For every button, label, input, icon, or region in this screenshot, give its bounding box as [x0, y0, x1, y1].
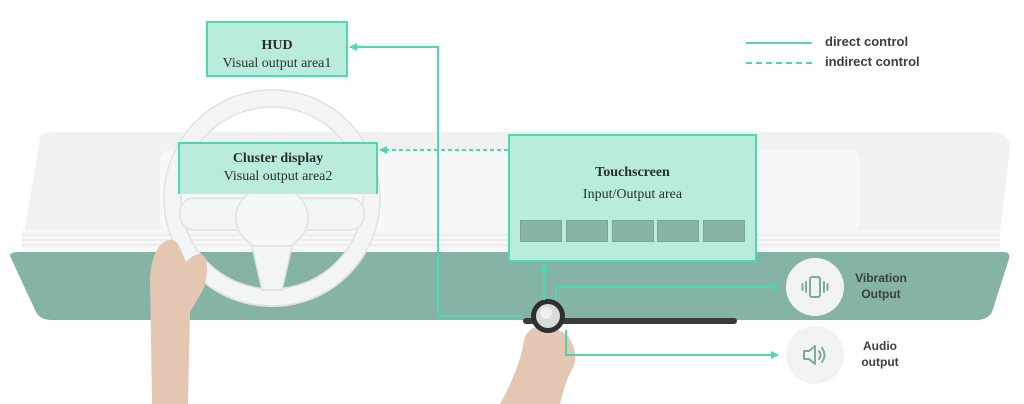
touchscreen-box: Touchscreen Input/Output area [508, 134, 757, 262]
audio-output-circle [786, 326, 844, 384]
line-to-hud [349, 43, 522, 317]
vibration-line2: Output [861, 287, 901, 301]
line-to-audio [565, 330, 779, 359]
steering-wheel [163, 89, 381, 307]
cluster-subtitle: Visual output area2 [223, 169, 333, 184]
speaker-icon [803, 345, 826, 365]
touchscreen-key [703, 220, 745, 242]
legend-indirect-label: indirect control [825, 54, 920, 69]
touchscreen-subtitle: Input/Output area [582, 187, 683, 202]
touchscreen-key [520, 220, 562, 242]
cluster-title: Cluster display [232, 151, 324, 166]
vibration-line1: Vibration [855, 271, 907, 285]
touchscreen-key [657, 220, 700, 242]
hud-title: HUD [261, 38, 293, 53]
legend-solid-line [746, 42, 812, 44]
vibration-output-circle [786, 258, 844, 316]
right-hand [500, 326, 576, 404]
audio-line2: output [861, 355, 899, 369]
cluster-display-box: Cluster display Visual output area2 [178, 142, 378, 194]
hud-subtitle: Visual output area1 [222, 56, 332, 71]
touchscreen-key [565, 220, 608, 242]
line-to-vibration [555, 283, 779, 300]
touchscreen-keys [520, 220, 745, 242]
audio-output-label: Audio output [848, 338, 912, 370]
audio-line1: Audio [863, 339, 897, 353]
hud-box: HUD Visual output area1 [206, 21, 348, 77]
touchscreen-title: Touchscreen [595, 165, 670, 180]
legend-dashed-line [746, 62, 812, 64]
phone-vibrate-icon [801, 276, 829, 298]
legend-direct-label: direct control [825, 34, 909, 49]
rotary-knob [531, 299, 565, 333]
left-hand [150, 239, 207, 404]
connections [349, 43, 779, 359]
touchscreen-key [611, 220, 654, 242]
vibration-output-label: Vibration Output [845, 270, 917, 302]
